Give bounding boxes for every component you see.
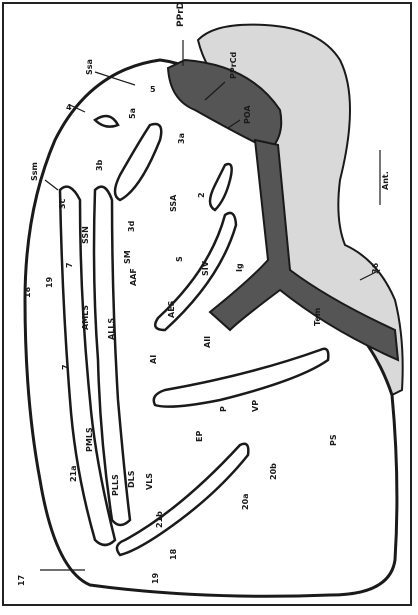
label-36: 36 — [371, 262, 380, 274]
label-aii: AII — [203, 336, 212, 348]
label-p: P — [219, 406, 228, 412]
label-17: 17 — [17, 575, 26, 586]
label-21a: 21a — [69, 465, 78, 482]
label-sm: SM — [123, 250, 132, 264]
label-pprd: PPrD — [176, 2, 186, 27]
label-7b: 7 — [61, 364, 70, 370]
label-4: 4 — [66, 103, 72, 112]
label-20b: 20b — [269, 463, 278, 480]
label-poa: POA — [243, 105, 252, 124]
label-3c: 3c — [58, 198, 67, 209]
label-ep: EP — [195, 431, 204, 442]
label-ssa2: SSA — [169, 194, 178, 212]
label-18b: 18 — [169, 548, 178, 560]
label-2: 2 — [197, 192, 206, 198]
label-siv: SIV — [201, 260, 210, 276]
label-ant: Ant. — [381, 171, 390, 190]
label-3d: 3d — [127, 220, 136, 232]
label-plls: PLLS — [111, 474, 120, 496]
label-ssa-top: Ssa — [85, 59, 94, 75]
label-amls: AMLS — [81, 305, 90, 330]
label-5: 5 — [150, 85, 156, 94]
label-vp: VP — [251, 400, 260, 412]
label-7: 7 — [65, 262, 74, 268]
label-ps: PS — [329, 434, 338, 446]
label-ai: AI — [149, 355, 158, 364]
label-tem: Tem — [313, 308, 322, 326]
label-19: 19 — [45, 276, 54, 288]
label-20a: 20a — [241, 493, 250, 510]
label-alls: ALLS — [107, 318, 116, 340]
label-ssm: Ssm — [30, 162, 39, 181]
label-pprcd: PPrCd — [229, 51, 238, 79]
label-ig: Ig — [235, 263, 244, 272]
label-vls: VLS — [145, 473, 154, 490]
label-aaf: AAF — [129, 268, 138, 286]
label-aes: AES — [167, 300, 176, 318]
label-18: 18 — [23, 286, 32, 298]
label-pmls: PMLS — [85, 427, 94, 452]
label-s: S — [175, 256, 184, 262]
label-21b: 21b — [155, 511, 164, 528]
label-5a: 5a — [128, 108, 137, 119]
label-3a: 3a — [177, 133, 186, 144]
label-19b: 19 — [151, 572, 160, 584]
label-ssn: SSN — [81, 226, 90, 244]
label-dls: DLS — [127, 470, 136, 488]
label-3b: 3b — [95, 159, 104, 171]
